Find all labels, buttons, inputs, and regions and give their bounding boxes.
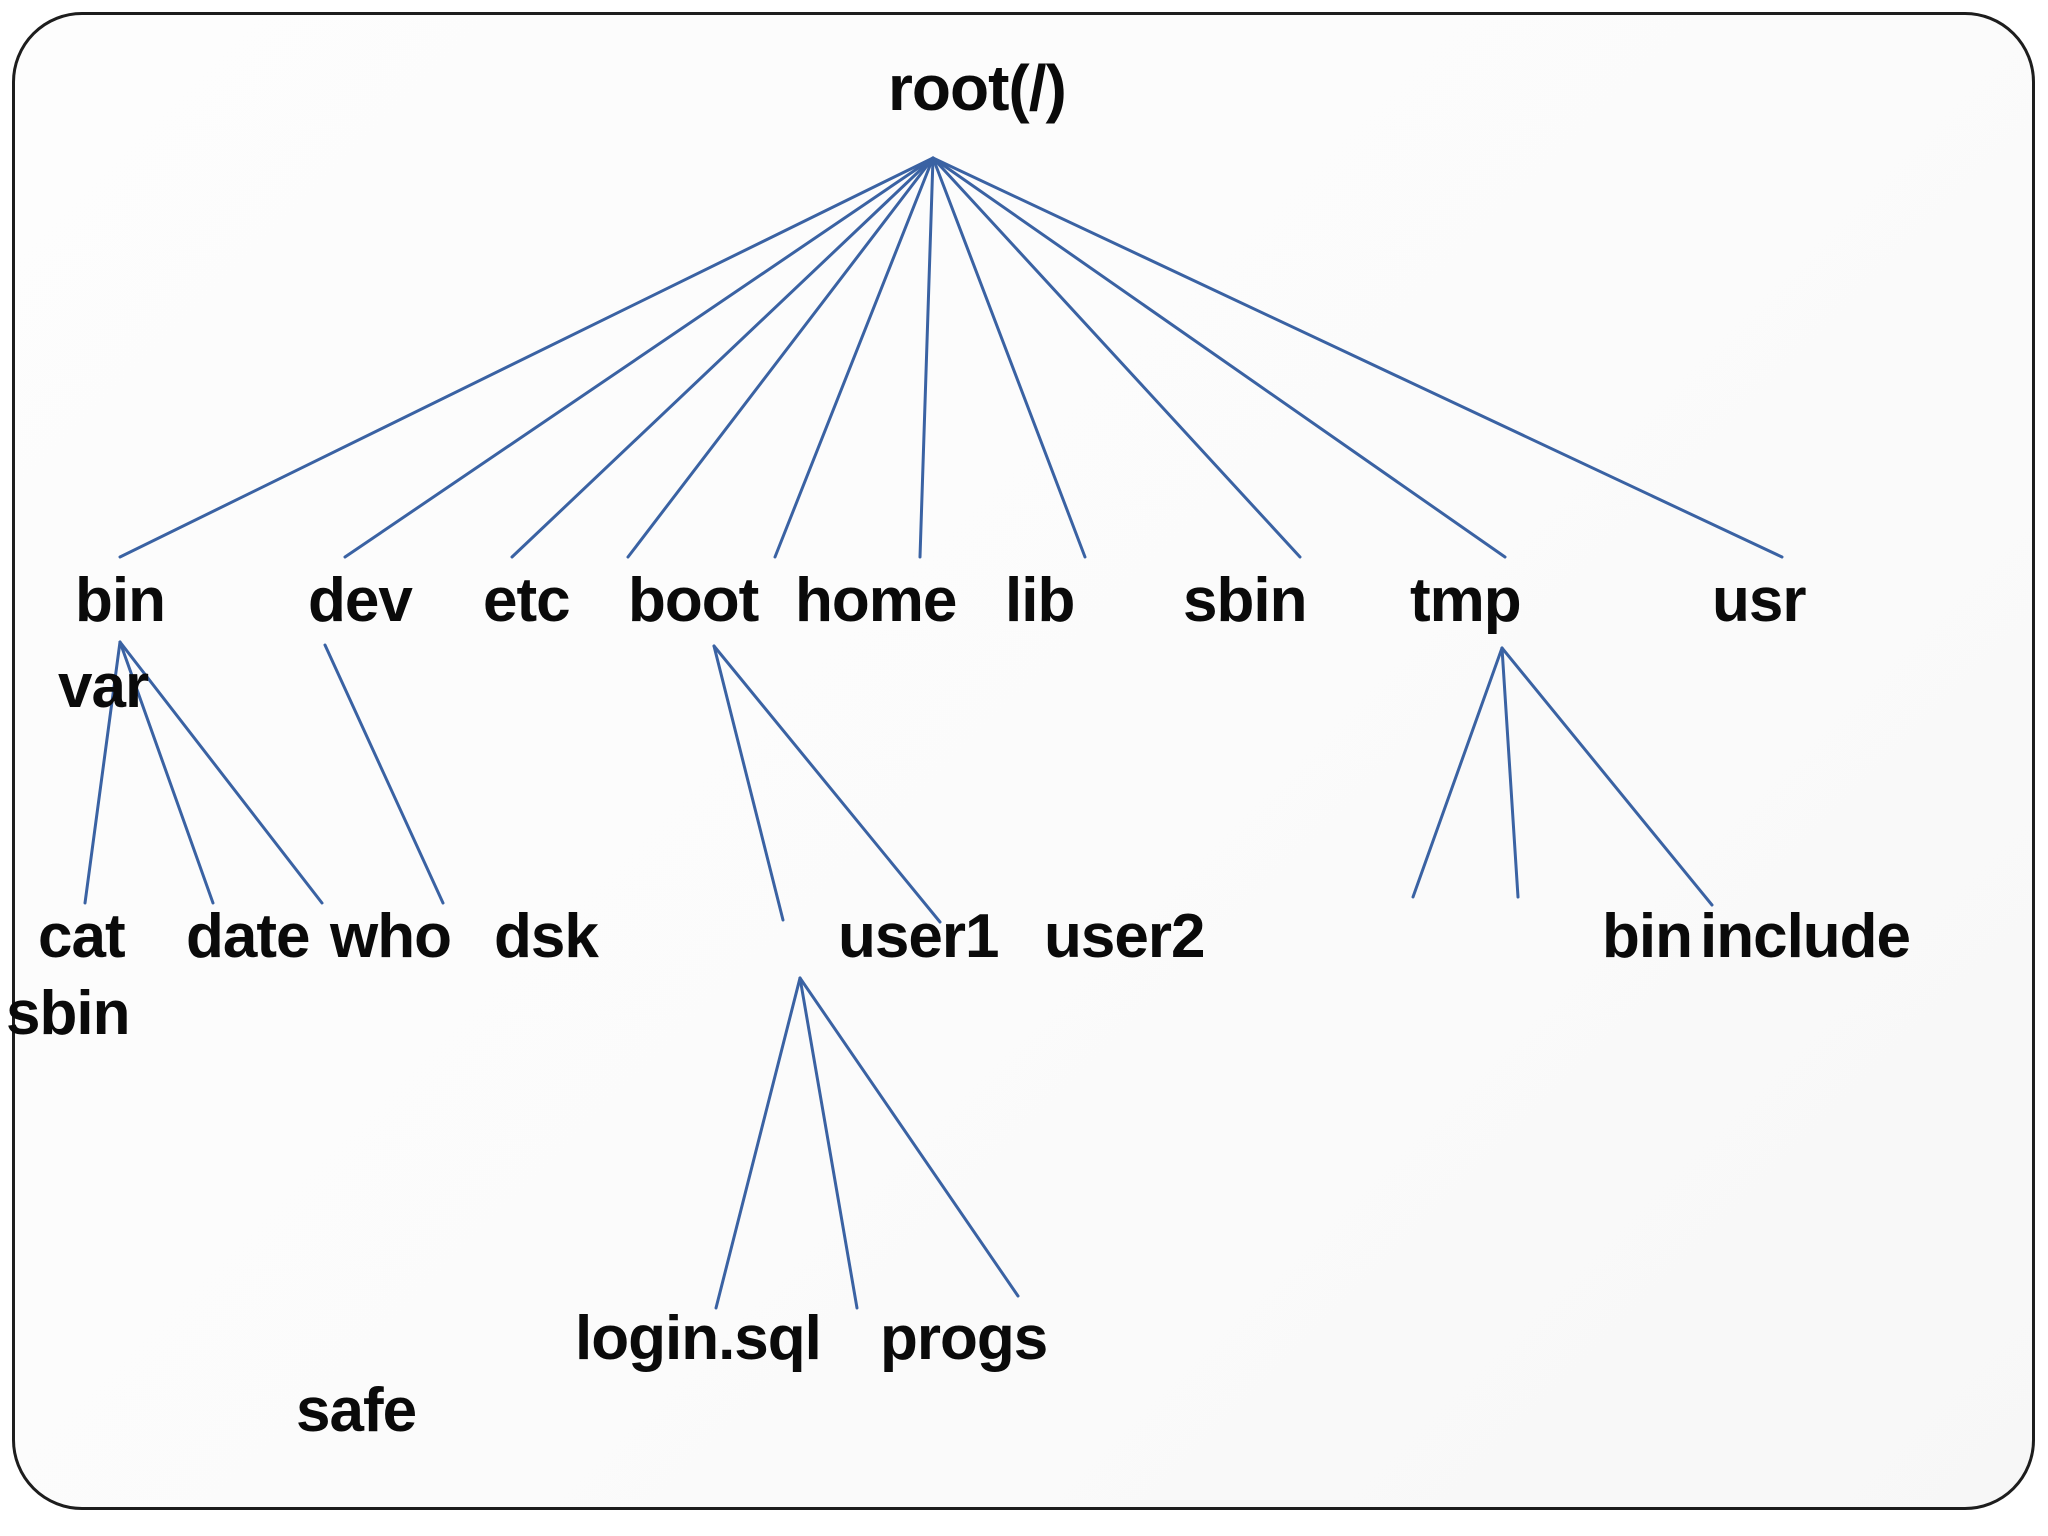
tree-node-dsk: dsk (494, 902, 599, 971)
tree-node-bin2: bin (1602, 902, 1693, 971)
tree-node-bin: bin (75, 566, 166, 635)
tree-node-etc: etc (483, 566, 571, 635)
tree-node-progs: progs (880, 1304, 1048, 1373)
slide-rounded-border (12, 12, 2035, 1510)
tree-node-cat: cat (38, 902, 126, 971)
tree-node-var: var (58, 652, 149, 721)
tree-node-root: root(/) (888, 52, 1067, 124)
tree-node-home: home (795, 566, 957, 635)
tree-node-tmp: tmp (1410, 566, 1522, 635)
tree-node-safe: safe (296, 1376, 417, 1445)
tree-node-login-sql: login.sql (575, 1304, 822, 1373)
tree-node-include: include (1700, 902, 1911, 971)
tree-node-user1: user1 (838, 902, 999, 971)
tree-node-lib: lib (1005, 566, 1075, 635)
tree-node-user2: user2 (1044, 902, 1205, 971)
tree-node-usr: usr (1712, 566, 1806, 635)
tree-node-boot: boot (628, 566, 759, 635)
tree-node-date: date (186, 902, 310, 971)
tree-node-sbin: sbin (1183, 566, 1307, 635)
tree-node-sbin2: sbin (6, 979, 130, 1048)
tree-node-who: who (330, 902, 452, 971)
tree-node-dev: dev (308, 566, 413, 635)
